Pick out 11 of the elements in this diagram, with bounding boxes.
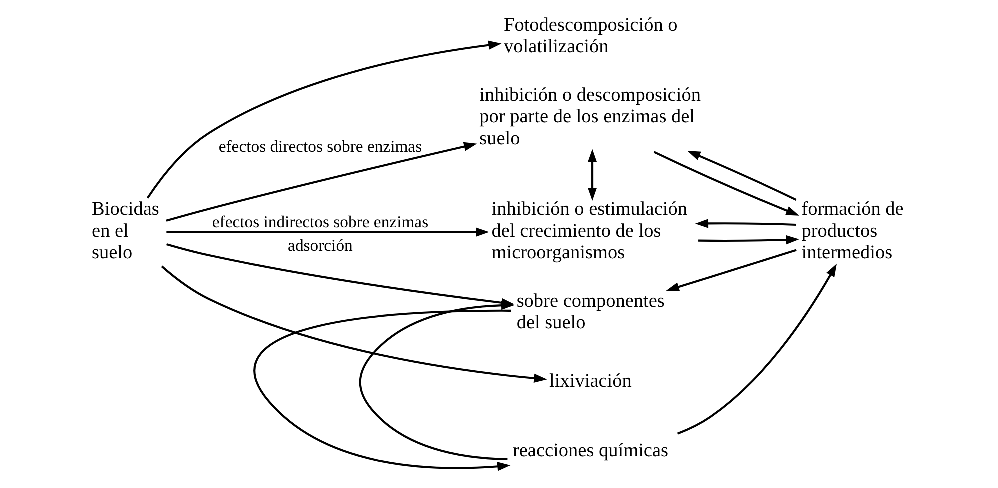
node-text: Fotodescomposición o volatilización [503,14,678,58]
node-text: inhibición o estimulación del crecimiento de los microorganismos [491,198,687,264]
node-text: lixiviación [549,370,632,392]
node-text: sobre componentes del suelo [516,290,664,334]
edge-label: efectos directos sobre enzimas [218,136,422,156]
node-text: Biocidas en el suelo [92,198,159,264]
edge-label: efectos indirectos sobre enzimas [212,212,428,232]
node-text: inhibición o descomposición por parte de los enzimas del suelo [479,84,700,149]
edge-label: adsorción [288,235,352,254]
node-text: reacciones químicas [512,440,668,461]
node-text: formación de productos intermedios [801,198,904,264]
